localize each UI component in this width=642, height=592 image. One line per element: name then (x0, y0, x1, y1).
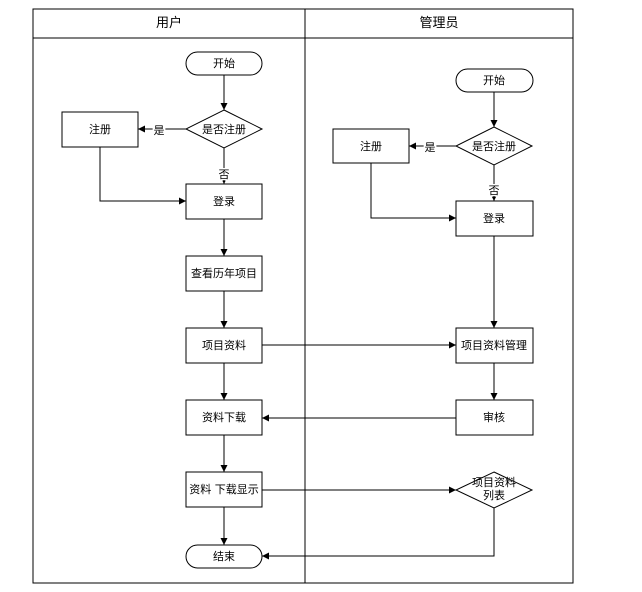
edge-user-yes-label: 是 (154, 124, 165, 137)
user-login-node: 登录 (185, 183, 263, 220)
admin-register-node: 注册 (332, 128, 410, 164)
admin-review-node: 审核 (455, 399, 534, 436)
user-register-node: 注册 (61, 111, 139, 148)
edge-admin-yes-label: 是 (425, 141, 436, 154)
admin-login-label: 登录 (483, 211, 505, 225)
user-end-label: 结束 (213, 550, 235, 563)
admin-start-node: 开始 (455, 68, 534, 93)
admin-review-label: 审核 (483, 410, 505, 424)
admin-materials-list-node: 项目资料 列表 (454, 471, 534, 509)
user-decision-registered: 是否注册 (184, 109, 264, 149)
user-view-history-node: 查看历年项目 (185, 255, 263, 292)
swimlane-frame (32, 8, 574, 584)
lane-header-admin: 管理员 (419, 16, 458, 31)
admin-materials-management-node: 项目资料管理 (455, 327, 534, 364)
user-download-node: 资料下载 (185, 399, 263, 436)
user-download-display-node: 资料 下载显示 (185, 471, 263, 508)
user-login-label: 登录 (213, 194, 235, 208)
edge-admin-list-to-user-end (262, 508, 495, 560)
admin-login-node: 登录 (455, 200, 534, 237)
admin-start-label: 开始 (483, 73, 505, 87)
admin-decision-label: 是否注册 (472, 139, 516, 153)
admin-materials-management-label: 项目资料管理 (461, 338, 527, 352)
admin-materials-list-label-line2: 列表 (483, 488, 505, 502)
user-project-materials-node: 项目资料 (185, 327, 263, 364)
user-project-materials-label: 项目资料 (202, 338, 246, 352)
admin-decision-registered: 是否注册 (454, 126, 534, 166)
edge-user-register-to-login (99, 147, 186, 205)
user-view-history-label: 查看历年项目 (191, 266, 257, 280)
user-register-label: 注册 (89, 122, 111, 136)
edge-admin-register-to-login (370, 163, 456, 222)
user-download-label: 资料下载 (202, 410, 246, 424)
user-start-label: 开始 (213, 56, 235, 70)
admin-materials-list-label-line1: 项目资料 (472, 475, 516, 489)
admin-register-label: 注册 (360, 139, 382, 153)
user-end-node: 结束 (185, 544, 263, 569)
user-decision-label: 是否注册 (202, 122, 246, 136)
user-download-display-label: 资料 下载显示 (189, 482, 259, 496)
lane-header-user: 用户 (156, 15, 182, 31)
edge-admin-no-label: 否 (489, 184, 500, 197)
user-start-node: 开始 (185, 51, 263, 76)
edge-user-no-label: 否 (219, 168, 230, 181)
